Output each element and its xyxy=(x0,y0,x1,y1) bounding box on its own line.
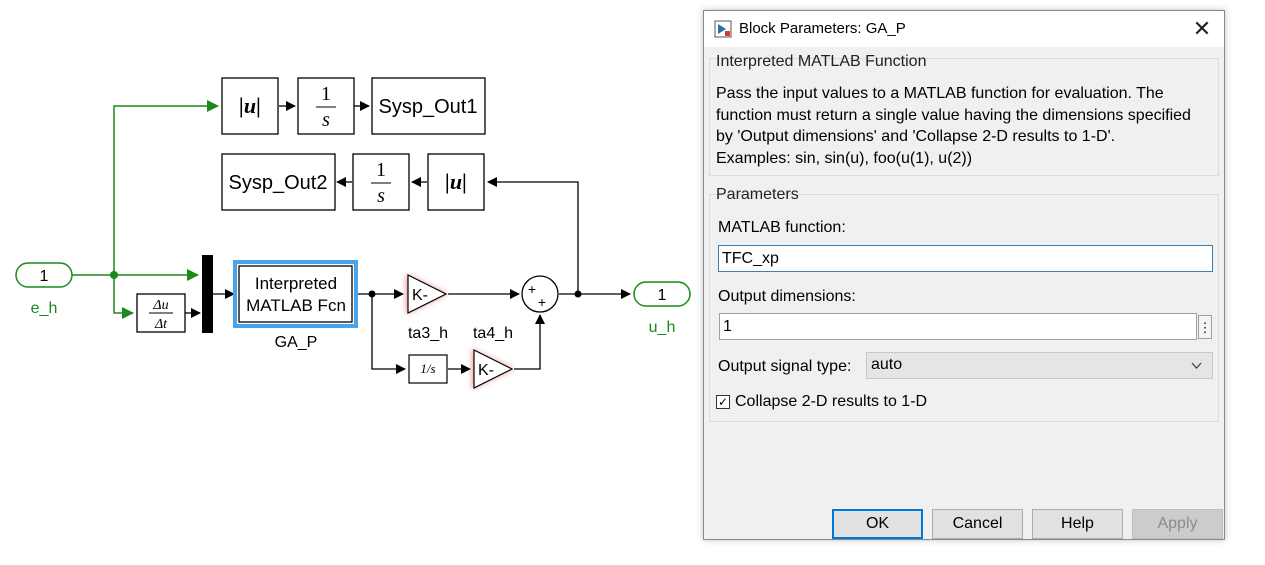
gain-block-ta3[interactable]: K- xyxy=(406,274,448,314)
collapse-2d-label: Collapse 2-D results to 1-D xyxy=(735,393,928,410)
function-description: Pass the input values to a MATLAB functi… xyxy=(716,83,1221,169)
abs-symbol: |u| xyxy=(445,169,467,194)
integrator-numerator: 1 xyxy=(376,159,386,181)
group-title: Parameters xyxy=(716,186,799,203)
output-dimensions-input[interactable] xyxy=(719,313,1197,340)
chevron-down-icon xyxy=(1191,362,1202,369)
group-title: Interpreted MATLAB Function xyxy=(716,53,927,70)
sysp-out2-text: Sysp_Out2 xyxy=(229,172,328,194)
matlab-function-input[interactable] xyxy=(718,245,1213,272)
output-dimensions-menu-button[interactable]: ⋮ xyxy=(1198,315,1212,339)
outport-number: 1 xyxy=(658,287,667,304)
derivative-numerator: Δu xyxy=(152,298,168,313)
output-signal-type-value: auto xyxy=(871,356,903,373)
output-dimensions-label: Output dimensions: xyxy=(718,288,856,305)
abs-block-top[interactable]: |u| xyxy=(221,77,279,135)
close-button[interactable]: ✕ xyxy=(1188,15,1216,43)
help-button[interactable]: Help xyxy=(1032,509,1123,539)
gain-block-ta4[interactable]: K- xyxy=(472,349,514,389)
branch-point xyxy=(110,271,118,279)
inport-block[interactable]: 1 xyxy=(15,262,73,288)
abs-block-mid[interactable]: |u| xyxy=(427,153,485,211)
dialog-titlebar[interactable]: Block Parameters: GA_P ✕ xyxy=(704,11,1224,47)
integrator-denominator: s xyxy=(377,185,385,207)
mux-block[interactable] xyxy=(202,255,213,333)
sysp-out2-block[interactable]: Sysp_Out2 xyxy=(221,153,336,211)
sysp-out1-block[interactable]: Sysp_Out1 xyxy=(371,77,486,135)
integrator-denominator: s xyxy=(322,109,330,131)
branch-point xyxy=(574,290,582,298)
output-signal-type-label: Output signal type: xyxy=(718,358,852,375)
sysp-out1-text: Sysp_Out1 xyxy=(379,96,478,118)
dialog-title: Block Parameters: GA_P xyxy=(739,20,906,37)
description-line: by 'Output dimensions' and 'Collapse 2-D… xyxy=(716,128,1116,145)
sum-sign: + xyxy=(538,294,546,310)
outport-block[interactable]: 1 xyxy=(633,281,691,307)
parameters-group xyxy=(709,194,1219,422)
fcn-block-line1: Interpreted xyxy=(255,274,337,293)
description-line: Examples: sin, sin(u), foo(u(1), u(2)) xyxy=(716,149,973,167)
description-line: Pass the input values to a MATLAB functi… xyxy=(716,85,1164,102)
inport-label: e_h xyxy=(31,300,58,317)
derivative-block[interactable]: Δu Δt xyxy=(136,293,186,333)
ok-button[interactable]: OK xyxy=(832,509,923,539)
signal-lines[interactable] xyxy=(185,101,631,374)
outport-label: u_h xyxy=(649,319,676,336)
gain-ta4-name: ta4_h xyxy=(473,325,513,342)
integrator-small-text: 1/s xyxy=(420,361,435,376)
abs-symbol: |u| xyxy=(239,93,261,118)
integrator-block-top[interactable]: 1 s xyxy=(297,77,355,135)
inport-number: 1 xyxy=(40,268,49,285)
sum-block[interactable]: + + xyxy=(521,275,559,313)
gain-ta3-name: ta3_h xyxy=(408,325,448,342)
input-signal-lines[interactable] xyxy=(72,100,219,319)
output-signal-type-select[interactable]: auto xyxy=(866,352,1213,379)
function-description-group xyxy=(709,58,1219,176)
branch-point xyxy=(368,290,376,298)
collapse-2d-row[interactable]: ✓ Collapse 2-D results to 1-D xyxy=(716,393,927,411)
vertical-ellipsis-icon: ⋮ xyxy=(1198,319,1212,335)
simulink-block-icon xyxy=(714,20,732,38)
integrator-block-mid[interactable]: 1 s xyxy=(352,153,410,211)
simulink-canvas[interactable]: 1 e_h 1 u_h |u| 1 s Sysp_Out1 Sysp_Out2 … xyxy=(0,0,700,565)
fcn-block-line2: MATLAB Fcn xyxy=(246,296,346,315)
description-line: function must return a single value havi… xyxy=(716,106,1191,124)
cancel-button[interactable]: Cancel xyxy=(932,509,1023,539)
fcn-block-name: GA_P xyxy=(275,334,318,351)
derivative-denominator: Δt xyxy=(154,317,168,332)
interpreted-matlab-fcn-block[interactable]: Interpreted MATLAB Fcn xyxy=(233,260,358,328)
matlab-function-label: MATLAB function: xyxy=(718,219,846,236)
integrator-numerator: 1 xyxy=(321,83,331,105)
block-parameters-dialog[interactable]: Block Parameters: GA_P ✕ Interpreted MAT… xyxy=(703,10,1225,540)
gain-text: K- xyxy=(412,287,428,304)
collapse-2d-checkbox[interactable]: ✓ xyxy=(716,395,730,409)
apply-button[interactable]: Apply xyxy=(1132,509,1223,539)
gain-text: K- xyxy=(478,362,494,379)
integrator-block-small[interactable]: 1/s xyxy=(408,354,448,384)
checkmark-icon: ✓ xyxy=(717,395,729,409)
sum-sign: + xyxy=(528,281,536,297)
close-icon: ✕ xyxy=(1192,16,1212,41)
